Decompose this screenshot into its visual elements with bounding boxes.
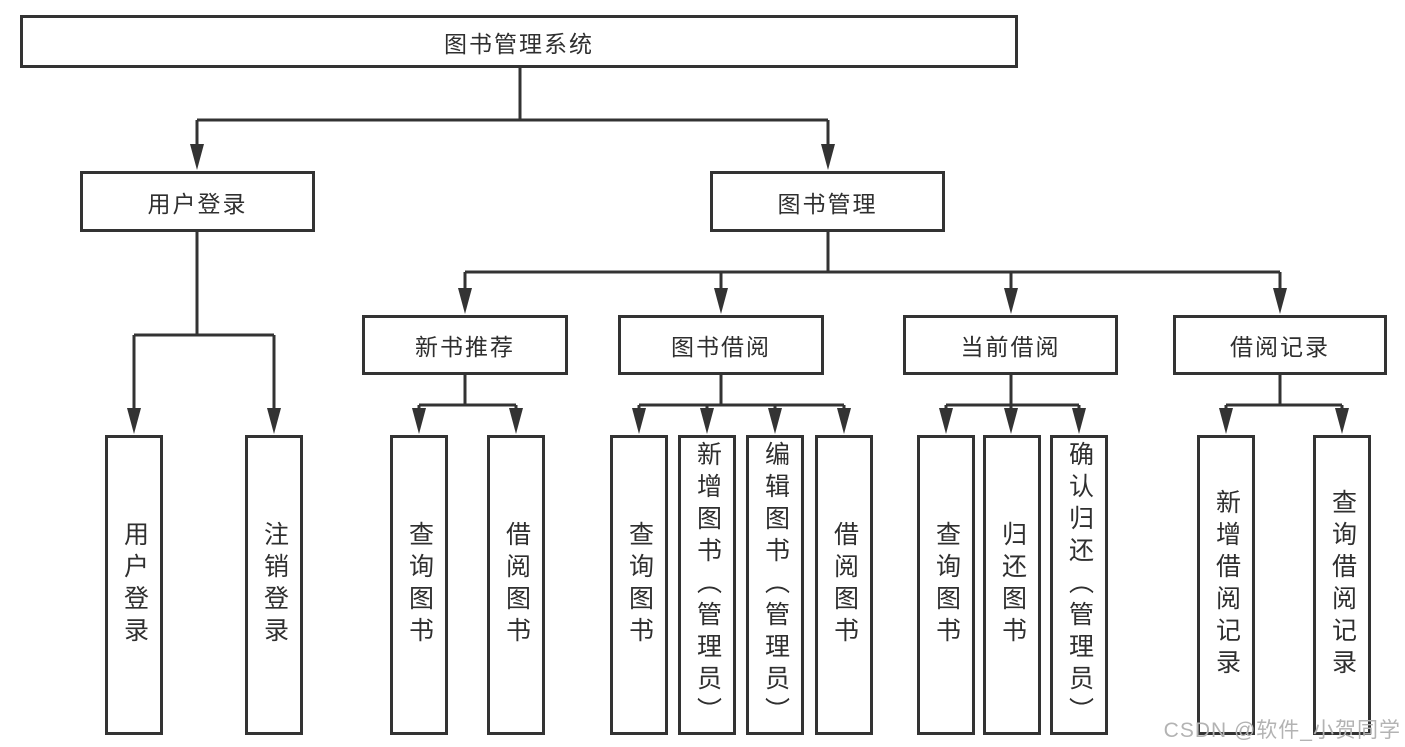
leaf-query-borrow-record-label: 查询借阅记录	[1328, 489, 1357, 681]
leaf-query-books-1-label: 查询图书	[405, 521, 434, 649]
leaf-query-books-3-label: 查询图书	[932, 521, 961, 649]
leaf-add-borrow-record-label: 新增借阅记录	[1212, 489, 1241, 681]
leaf-edit-books-admin-label: 编辑图书（管理员）	[761, 441, 790, 729]
leaf-return-books: 归还图书	[983, 435, 1041, 735]
node-book-borrow-label: 图书借阅	[671, 334, 771, 360]
node-new-book-recommend-label: 新书推荐	[415, 334, 515, 360]
leaf-logout-label: 注销登录	[260, 521, 289, 649]
leaf-confirm-return-admin: 确认归还（管理员）	[1050, 435, 1108, 735]
arrowhead-icons	[127, 144, 1349, 434]
leaf-user-login-label: 用户登录	[120, 521, 149, 649]
leaf-add-books-admin: 新增图书（管理员）	[678, 435, 736, 735]
leaf-query-borrow-record: 查询借阅记录	[1313, 435, 1371, 735]
node-borrow-records-label: 借阅记录	[1230, 334, 1330, 360]
node-book-management: 图书管理	[710, 171, 945, 232]
leaf-borrow-books-1-label: 借阅图书	[502, 521, 531, 649]
leaf-query-books-2-label: 查询图书	[625, 521, 654, 649]
leaf-add-borrow-record: 新增借阅记录	[1197, 435, 1255, 735]
leaf-add-books-admin-label: 新增图书（管理员）	[693, 441, 722, 729]
node-root: 图书管理系统	[20, 15, 1018, 68]
node-book-management-label: 图书管理	[777, 190, 878, 217]
leaf-query-books-1: 查询图书	[390, 435, 448, 735]
leaf-borrow-books-2: 借阅图书	[815, 435, 873, 735]
node-current-borrow: 当前借阅	[903, 315, 1118, 375]
node-user-login-label: 用户登录	[147, 190, 248, 217]
leaf-confirm-return-admin-label: 确认归还（管理员）	[1065, 441, 1094, 729]
csdn-watermark: CSDN @软件_小贺同学	[1163, 719, 1401, 742]
leaf-borrow-books-2-label: 借阅图书	[830, 521, 859, 649]
node-book-borrow: 图书借阅	[618, 315, 824, 375]
leaf-user-login: 用户登录	[105, 435, 163, 735]
leaf-query-books-3: 查询图书	[917, 435, 975, 735]
node-current-borrow-label: 当前借阅	[960, 334, 1061, 360]
node-root-label: 图书管理系统	[444, 30, 594, 57]
leaf-borrow-books-1: 借阅图书	[487, 435, 545, 735]
leaf-query-books-2: 查询图书	[610, 435, 668, 735]
node-user-login: 用户登录	[80, 171, 315, 232]
leaf-return-books-label: 归还图书	[998, 521, 1027, 649]
leaf-logout: 注销登录	[245, 435, 303, 735]
leaf-edit-books-admin: 编辑图书（管理员）	[746, 435, 804, 735]
node-new-book-recommend: 新书推荐	[362, 315, 568, 375]
node-borrow-records: 借阅记录	[1173, 315, 1387, 375]
